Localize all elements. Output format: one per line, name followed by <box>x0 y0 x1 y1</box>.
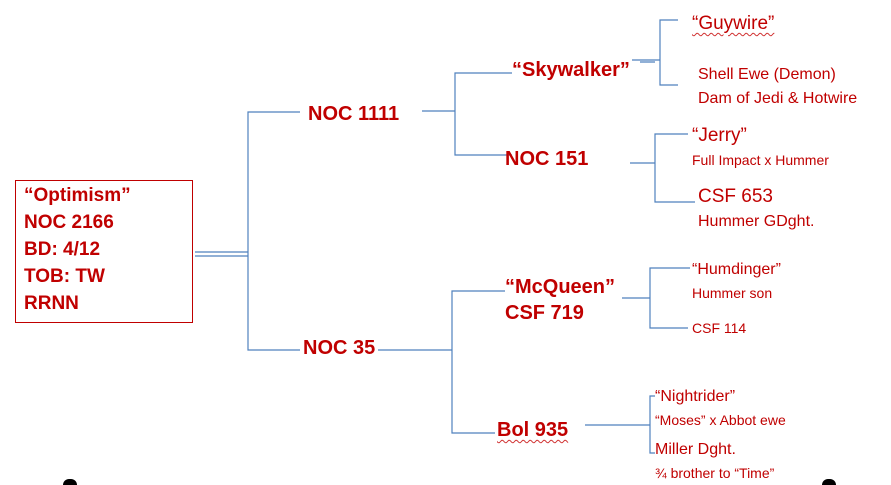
skywalker-sire-label: “Guywire” <box>692 13 775 34</box>
bol935-sire-name: “Nightrider” <box>655 388 736 405</box>
noc151-dam-note: Hummer GDght. <box>698 213 815 230</box>
dam-sire-id: CSF 719 <box>505 302 584 324</box>
mcqueen-bracket <box>649 267 690 329</box>
bol935-dam-name: Miller Dght. <box>655 441 736 458</box>
dam-dam-label: Bol 935 <box>497 419 569 441</box>
root-connector <box>195 251 248 257</box>
noc1111-bracket <box>454 72 512 156</box>
mcqueen-dam-label: CSF 114 <box>692 320 747 336</box>
bol935-sire-note: “Moses” x Abbot ewe <box>655 412 786 428</box>
subject-name: “Optimism” <box>24 185 131 206</box>
noc151-sire-name: “Jerry” <box>692 125 747 146</box>
subject-box: “Optimism” NOC 2166 BD: 4/12 TOB: TW RRN… <box>15 180 193 323</box>
edge-mark-right <box>822 479 836 485</box>
mcqueen-sire-note: Hummer son <box>692 285 773 301</box>
edge-mark-left <box>63 479 77 485</box>
noc151-bracket <box>654 133 695 203</box>
skywalker-dam-name: Shell Ewe (Demon) <box>698 66 836 83</box>
subject-id: NOC 2166 <box>24 212 114 233</box>
subject-tob: TOB: TW <box>24 266 105 287</box>
subject-birthdate: BD: 4/12 <box>24 239 101 260</box>
skywalker-dam-note: Dam of Jedi & Hotwire <box>698 90 858 107</box>
gen1-bracket <box>247 111 300 351</box>
subject-genotype: RRNN <box>24 293 79 314</box>
noc35-bracket <box>451 290 505 434</box>
skywalker-bracket <box>640 19 678 86</box>
sire-dam-label: NOC 151 <box>505 148 589 170</box>
bol935-dam-note: ¾ brother to “Time” <box>655 465 775 481</box>
dam-label: NOC 35 <box>303 337 376 359</box>
sire-label: NOC 1111 <box>308 103 400 125</box>
sire-sire-label: “Skywalker” <box>512 59 630 81</box>
noc151-dam-name: CSF 653 <box>698 186 773 207</box>
bol935-bracket <box>649 395 655 454</box>
noc151-sire-note: Full Impact x Hummer <box>692 152 829 168</box>
dam-sire-name: “McQueen” <box>505 276 616 298</box>
mcqueen-sire-name: “Humdinger” <box>692 261 781 278</box>
